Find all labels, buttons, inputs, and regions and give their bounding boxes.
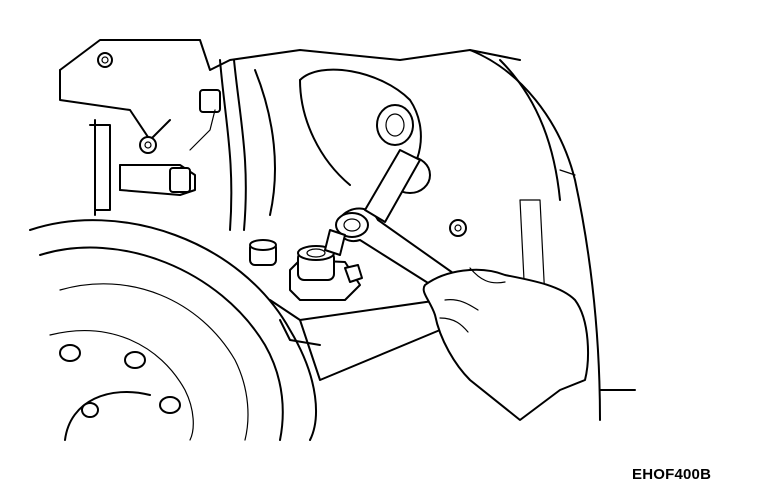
brake-disc-icon	[29, 219, 317, 441]
brake-hose	[189, 59, 276, 231]
hand-icon	[422, 267, 589, 421]
wheel-studs	[59, 344, 181, 418]
bolt-icon	[97, 52, 113, 68]
mounting-bracket	[89, 52, 196, 216]
ball-joint-icon	[249, 239, 363, 301]
figure-code-label: EHOF400B	[632, 466, 712, 483]
